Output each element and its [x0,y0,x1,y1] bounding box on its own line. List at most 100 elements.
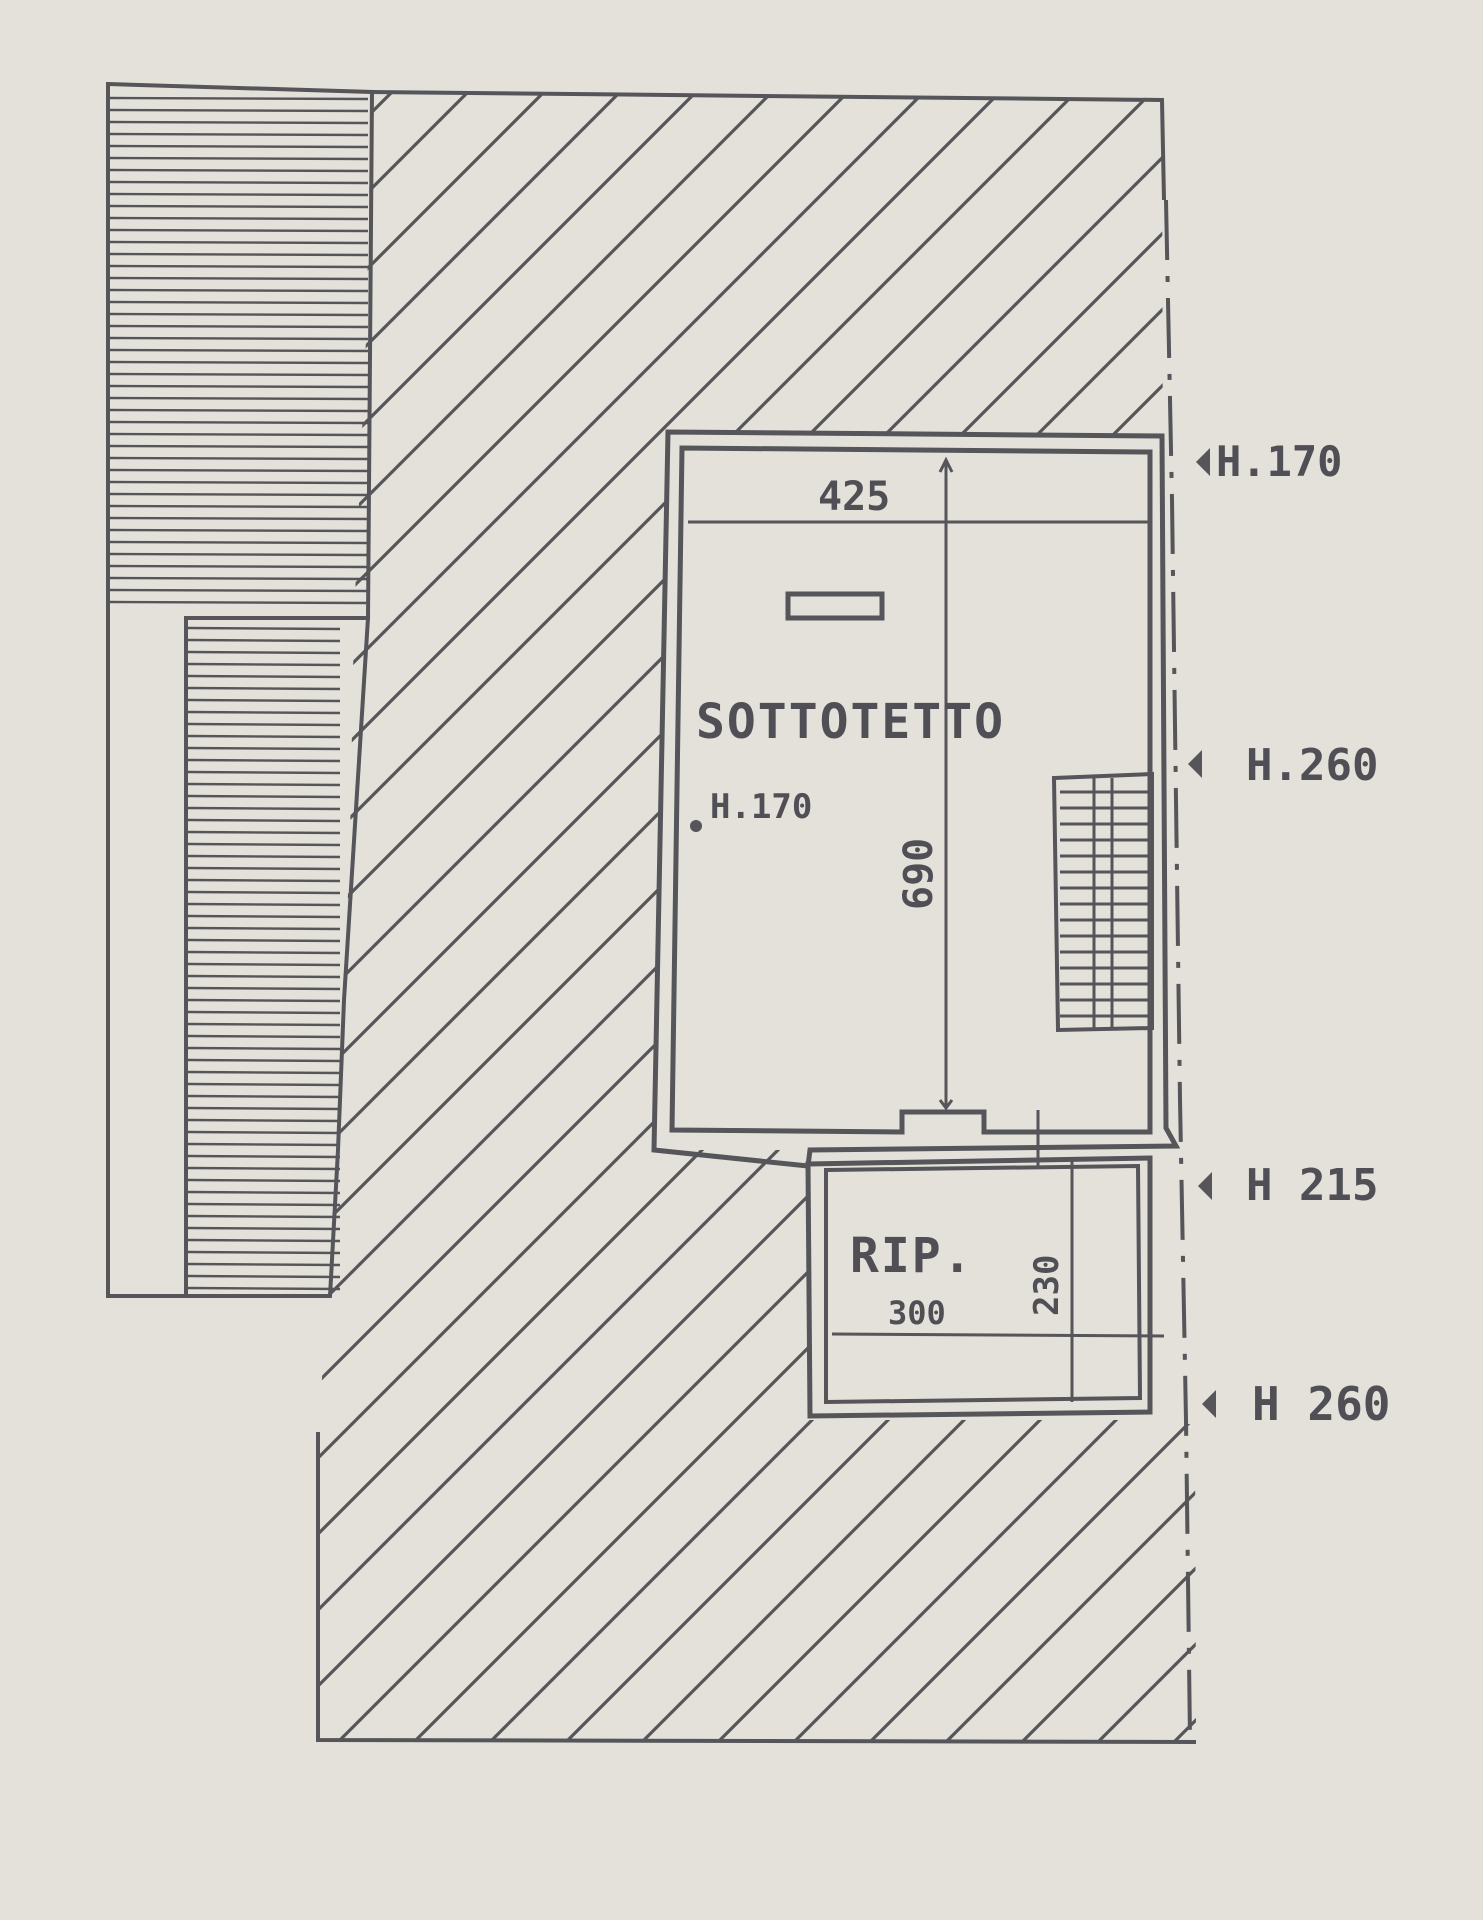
roof-tile-line [187,1190,341,1195]
roof-tile-line [187,974,341,979]
hatch-line [318,92,714,1740]
roof-tile-line [187,1010,341,1015]
roof-tile-line [109,324,369,329]
roof-tile-line [187,818,341,823]
height-marker-icon [690,820,702,832]
dimension-width-main: 425 [818,474,890,520]
roof-tile-line [109,288,369,293]
roof-tile-line [109,384,369,389]
roof-tile-line [187,1106,341,1111]
roof-tile-line [109,276,369,281]
height-label-2: H.260 [1246,740,1378,791]
roof-tile-line [109,516,369,521]
hatch-line [710,92,1196,1740]
roof-tile-line [187,1262,341,1267]
roof-tile-line [187,662,341,667]
roof-tile-line [109,420,369,425]
roof-tile-line [109,192,369,197]
hatch-line [482,92,1196,1740]
hatch-line [558,92,1196,1740]
hatch-line [862,92,1196,1740]
roof-tile-line [187,962,341,967]
roof-tile-line [109,456,369,461]
roof-tile-line [109,468,369,473]
roof-tile-line [187,866,341,871]
hatch-line [318,92,1196,1740]
roof-tile-line [187,1238,341,1243]
roof-tile-line [109,576,369,581]
height-arrow-icon [1202,1390,1216,1418]
roof-tile-line [187,1154,341,1159]
roof-tile-line [187,1070,341,1075]
dimension-length-main: 690 [896,838,942,910]
roof-tile-line [109,228,369,233]
height-callout-3: H 215 [1198,1160,1378,1211]
roof-tile-line [187,794,341,799]
hatch-line [786,92,1196,1740]
roof-tile-line [109,108,369,113]
roof-tile-line [109,216,369,221]
roof-tile-line [109,492,369,497]
roof-tile-line [187,1178,341,1183]
height-label-3: H 215 [1246,1160,1378,1211]
roof-tile-line [109,168,369,173]
roof-tile-line [109,132,369,137]
roof-tile-line [187,902,341,907]
roof-tile-line [109,408,369,413]
height-label-4: H 260 [1252,1377,1390,1431]
left-roof-slope [106,81,375,1298]
room-name-rip: RIP. [850,1228,974,1284]
roof-tile-line [109,336,369,341]
height-callouts: H.170 H.260 H 215 H 260 [1188,437,1390,1431]
roof-tile-line [187,722,341,727]
roof-tile-line [187,998,341,1003]
hatch-line [0,0,256,1900]
roof-tile-line [187,710,341,715]
roof-tile-line [187,1118,341,1123]
roof-tile-line [109,432,369,437]
roof-tile-line [187,1226,341,1231]
roof-tile-line [187,1274,341,1279]
height-arrow-icon [1188,750,1202,778]
roof-tile-line [187,926,341,931]
roof-tile-line [109,156,369,161]
hatch-line [318,92,486,1740]
roof-tile-line [109,528,369,533]
roof-tile-line [187,698,341,703]
height-label-inner: H.170 [710,787,812,827]
roof-tile-line [187,1142,341,1147]
roof-tile-line [187,1058,341,1063]
hatch-line [318,92,790,1740]
height-callout-4: H 260 [1202,1377,1390,1431]
room-sottotetto: SOTTOTETTO 425 690 H.170 [651,429,1181,1169]
roof-tile-line [187,1094,341,1099]
roof-tile-line [187,1166,341,1171]
room-ripostiglio: RIP. 300 230 [805,1110,1165,1419]
roof-tile-line [109,540,369,545]
roof-tile-line [187,1130,341,1135]
roof-tile-line [187,1046,341,1051]
roof-tile-line [187,986,341,991]
chimney-icon [785,591,885,621]
height-callout-1: H.170 [1196,437,1342,486]
hatch-line [318,92,1196,1740]
hatch-line [330,92,1196,1740]
hatch-line [318,92,1018,1740]
height-label-1: H.170 [1216,437,1342,486]
roof-tile-line [187,854,341,859]
boundary-dashed-line [1164,199,1192,1741]
roof-tile-line [187,746,341,751]
hatch-line [318,92,866,1740]
roof-tile-line [109,360,369,365]
roof-tile-line [187,878,341,883]
hatch-line [0,0,180,1900]
roof-tile-line [109,564,369,569]
height-callout-2: H.260 [1188,740,1378,791]
roof-tile-line [109,312,369,317]
hatch-line [318,92,562,1740]
roof-tile-line [109,504,369,509]
roof-tile-line [187,806,341,811]
roof-tile-line [187,686,341,691]
